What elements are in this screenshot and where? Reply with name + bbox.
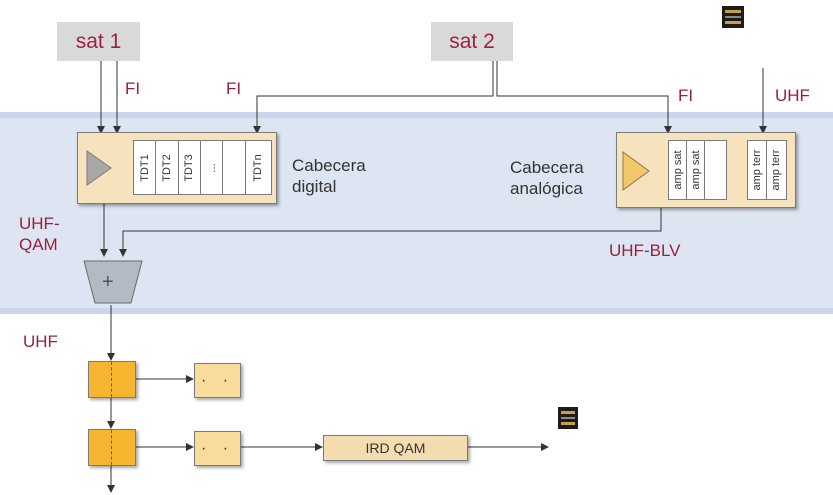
tdt-channel-strip: TDT1 TDT2 TDT3 ... TDTn: [133, 140, 272, 195]
uhf-terrestrial-label: UHF: [775, 86, 810, 106]
fi-label-mid: FI: [226, 79, 241, 99]
user-outlet: · ·: [194, 363, 241, 398]
outlet-dots: · ·: [201, 440, 234, 458]
outlet-dots: · ·: [201, 372, 234, 390]
ird-qam-label: IRD QAM: [366, 440, 426, 456]
tdt-label: TDT1: [139, 154, 151, 182]
uhf-blv-label: UHF-BLV: [609, 241, 680, 261]
tdt-label: ...: [206, 163, 218, 172]
terr-amp-strip: amp terr amp terr: [747, 140, 787, 200]
tap-through-line: [111, 430, 112, 465]
combiner-symbol: +: [102, 271, 114, 294]
user-outlet: · ·: [194, 431, 241, 466]
sat-amp-label: amp sat: [690, 150, 702, 189]
analog-headend-label: Cabecera analógica: [510, 157, 584, 199]
tdt-label: TDT2: [161, 154, 173, 182]
sat2-label: sat 2: [449, 30, 495, 54]
fi-label-left: FI: [125, 79, 140, 99]
digital-headend: TDT1 TDT2 TDT3 ... TDTn: [77, 132, 277, 204]
sat-amp-strip: amp sat amp sat: [668, 140, 727, 200]
sat2-source: sat 2: [431, 22, 513, 61]
distribution-tap: [88, 361, 136, 398]
sat-amp-cell: [705, 141, 726, 199]
terr-amp-label: amp terr: [770, 150, 782, 191]
terr-amp-cell: amp terr: [767, 141, 785, 199]
tv-thumbnail-icon: [722, 6, 744, 28]
uhf-qam-label: UHF- QAM: [19, 213, 60, 255]
analog-headend: amp sat amp sat amp terr amp terr: [616, 132, 796, 208]
uhf-distribution-label: UHF: [23, 332, 58, 352]
tv-thumbnail-icon: [558, 407, 578, 429]
terr-amp-cell: amp terr: [748, 141, 767, 199]
tdt-cell: [223, 141, 245, 194]
digital-headend-label: Cabecera digital: [292, 155, 366, 197]
tap-through-line: [111, 362, 112, 397]
tdt-cell: TDT3: [179, 141, 201, 194]
sat1-source: sat 1: [57, 22, 140, 61]
tdt-cell: TDTn: [246, 141, 271, 194]
tdt-cell: TDT2: [156, 141, 178, 194]
ird-qam-box: IRD QAM: [323, 435, 468, 461]
tdt-label: TDTn: [252, 154, 264, 182]
sat-amp-cell: amp sat: [687, 141, 705, 199]
tdt-label: TDT3: [183, 154, 195, 182]
sat-amp-cell: amp sat: [669, 141, 687, 199]
terr-amp-label: amp terr: [751, 150, 763, 191]
tdt-cell: ...: [201, 141, 223, 194]
sat-amp-label: amp sat: [672, 150, 684, 189]
amplifier-triangle-icon: [86, 150, 112, 186]
fi-label-right: FI: [678, 86, 693, 106]
tdt-cell: TDT1: [134, 141, 156, 194]
distribution-tap: [88, 429, 136, 466]
sat1-label: sat 1: [76, 30, 122, 54]
amplifier-triangle-icon: [622, 151, 650, 191]
